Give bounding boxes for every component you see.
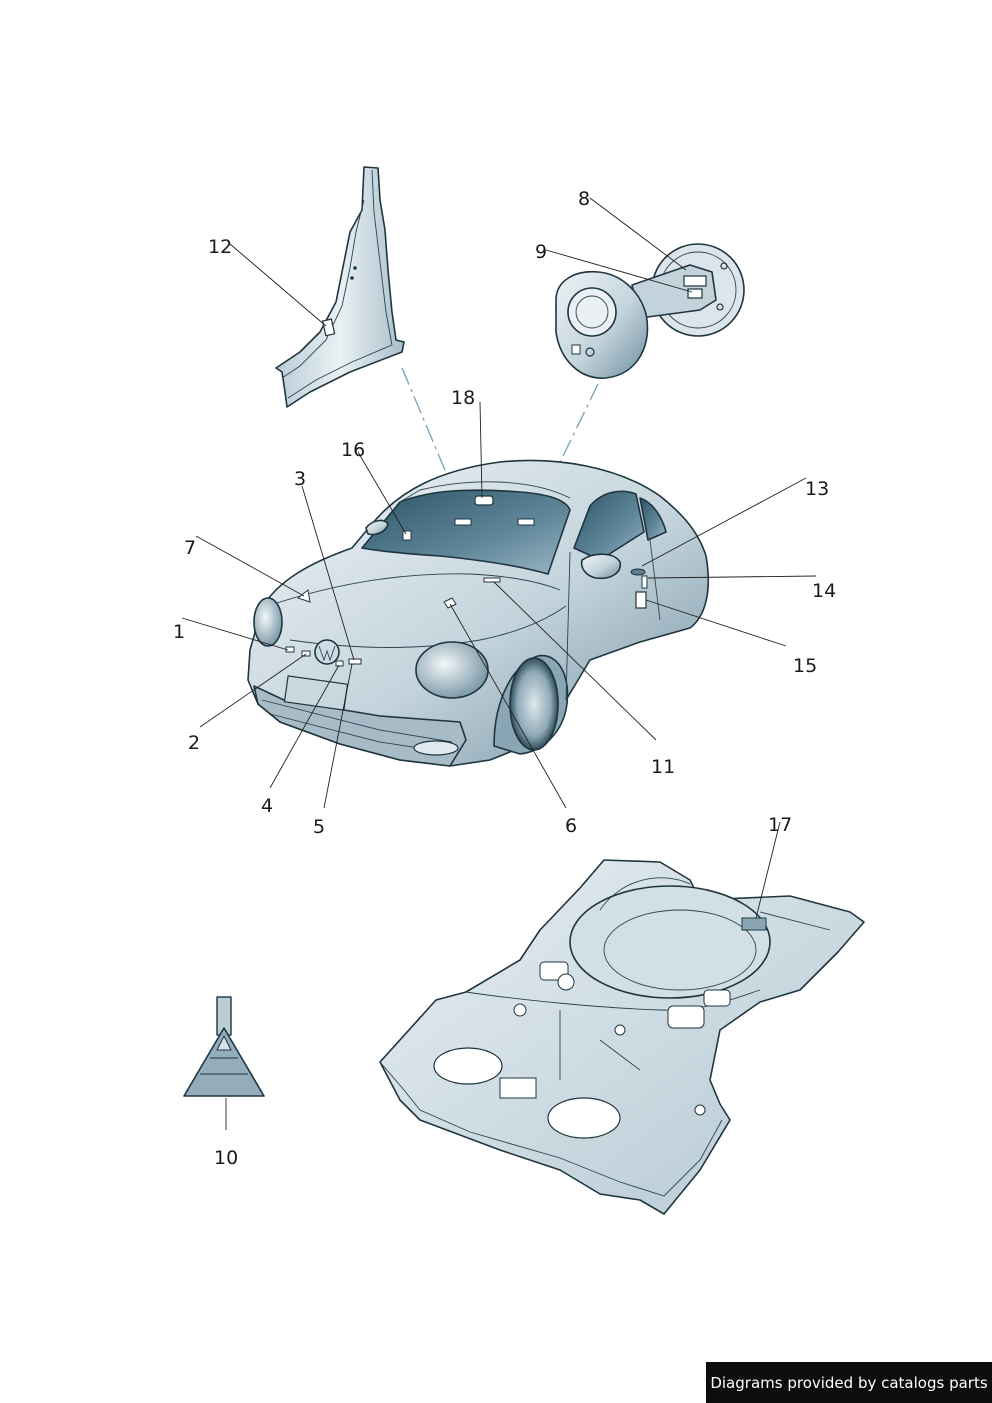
- leader-lines: [181, 197, 817, 919]
- leader-16: [357, 451, 407, 535]
- leader-14: [647, 575, 817, 579]
- callout-12: 12: [208, 236, 232, 258]
- callout-16: 16: [341, 439, 365, 461]
- pillar-hole: [350, 276, 354, 280]
- credit-text: Diagrams provided by catalogs parts: [710, 1373, 988, 1392]
- leader-17: [755, 821, 781, 919]
- leader-5: [323, 663, 353, 809]
- leader-11: [493, 581, 657, 741]
- callout-7: 7: [184, 537, 196, 559]
- callout-17: 17: [768, 814, 792, 836]
- leader-15: [645, 599, 787, 647]
- credit-banner: Diagrams provided by catalogs parts: [706, 1362, 992, 1403]
- a-pillar-panel: [275, 166, 405, 408]
- leader-1: [181, 617, 289, 651]
- callout-10: 10: [214, 1147, 238, 1169]
- callout-13: 13: [805, 478, 829, 500]
- leader-4: [269, 664, 340, 789]
- callout-5: 5: [313, 816, 325, 838]
- callout-11: 11: [651, 756, 675, 778]
- right-headlamp: [415, 641, 489, 699]
- callouts: 1 2 3 4 5 6 7 8 9 10 11 12 13 14 15 16 1…: [173, 188, 836, 1169]
- pillar-hole: [353, 266, 357, 270]
- callout-4: 4: [261, 795, 273, 817]
- callout-3: 3: [294, 468, 306, 490]
- front-wheel: [509, 657, 559, 751]
- callout-6: 6: [565, 815, 577, 837]
- callout-18: 18: [451, 387, 475, 409]
- leader-6: [449, 603, 567, 809]
- callout-14: 14: [812, 580, 836, 602]
- leader-7: [195, 535, 305, 597]
- floor-pan: [379, 859, 865, 1215]
- callout-8: 8: [578, 188, 590, 210]
- fog-lamp: [413, 740, 459, 756]
- leader-12: [229, 243, 327, 327]
- callout-2: 2: [188, 732, 200, 754]
- leader-2: [199, 653, 307, 728]
- leader-13: [641, 477, 807, 567]
- callout-1: 1: [173, 621, 185, 643]
- callout-15: 15: [793, 655, 817, 677]
- leader-3: [301, 485, 355, 661]
- leader-9: [545, 249, 693, 293]
- callout-9: 9: [535, 241, 547, 263]
- warning-triangle: [183, 996, 265, 1130]
- label-12-marker: [321, 318, 336, 337]
- leader-8: [589, 197, 687, 271]
- leader-18: [479, 401, 483, 499]
- car-body: [247, 459, 710, 767]
- left-headlamp: [253, 597, 283, 647]
- fuel-filler-flap: [555, 243, 745, 379]
